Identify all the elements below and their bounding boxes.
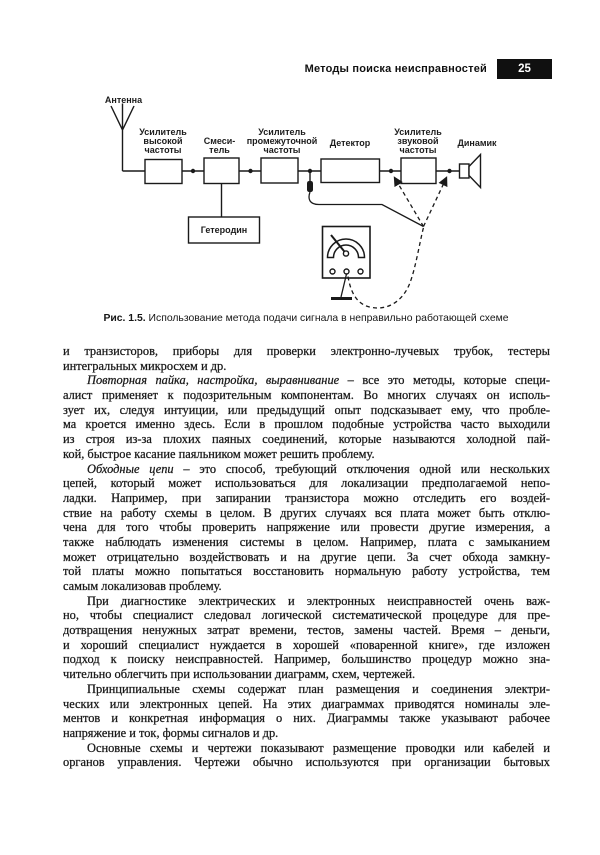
speaker-icon — [458, 152, 482, 190]
italic-text-segment: Повторная пайка, настройка, выравнивание — [87, 373, 340, 388]
text-line: также наблюдать изменения системы в цело… — [63, 535, 550, 550]
text-segment: чительно облегчить при использовании диа… — [63, 667, 416, 682]
text-line: самым локализовав проблему. — [63, 579, 550, 594]
text-line: ладки. Например, при запирании транзисто… — [63, 491, 550, 506]
text-segment: ма кроется именно здесь. Если в прошлом … — [63, 417, 550, 432]
running-head-title: Методы поиска неисправностей — [304, 63, 487, 75]
text-line: и хороший специалист нуждается в хорошей… — [63, 638, 550, 653]
text-segment: Принципиальные схемы содержат план разме… — [87, 681, 550, 696]
text-segment: может отрицательно воздействовать и на д… — [63, 549, 550, 564]
text-segment: При диагностике электрических и электрон… — [87, 593, 550, 608]
text-line: Обходные цепи – это способ, требующий от… — [63, 462, 550, 477]
text-line: той платы можно попытаться восстановить … — [63, 564, 550, 579]
mixer-label: Смеси- тель — [203, 135, 236, 155]
text-line: алист применяет к подозрительным компоне… — [63, 388, 550, 403]
caption-text: Использование метода подачи сигнала в не… — [145, 313, 509, 324]
text-segment: и хороший специалист нуждается в хорошей… — [63, 637, 550, 652]
text-segment: – это способ, требующий отключения одной… — [173, 461, 550, 476]
text-segment: ствие на работу схемы в целом. В других … — [63, 505, 550, 520]
text-line: интегральных микросхем и др. — [63, 359, 550, 374]
text-line: зует их, следуя интуиции, или предыдущий… — [63, 403, 550, 418]
italic-text-segment: Обходные цепи — [87, 461, 174, 476]
text-segment: зует их, следуя интуиции, или предыдущий… — [63, 402, 550, 417]
text-line: ствие на работу схемы в целом. В других … — [63, 506, 550, 521]
text-segment: также наблюдать изменения системы в цело… — [63, 534, 550, 549]
text-line: Повторная пайка, настройка, выравнивание… — [63, 373, 550, 388]
text-segment: чена для того чтобы проверить напряжение… — [63, 520, 550, 535]
speaker-label: Динамик — [457, 137, 497, 148]
text-line: цепей, который может использоваться для … — [63, 476, 550, 491]
text-segment: из строя из-за плохих паяных соединений,… — [63, 432, 550, 447]
wire-junction-dots — [190, 168, 452, 174]
text-line: ма кроется именно здесь. Если в прошлом … — [63, 417, 550, 432]
text-segment: ладки. Например, при запирании транзисто… — [63, 490, 550, 505]
meter-icon — [321, 225, 371, 279]
if-amp-label: Усилитель промежуточной частоты — [246, 126, 318, 155]
text-segment: подход к поиску неисправностей. Например… — [63, 652, 550, 667]
text-line: чена для того чтобы проверить напряжение… — [63, 520, 550, 535]
af-amp-block — [400, 157, 437, 185]
oscillator-label: Гетеродин — [200, 224, 248, 235]
body-text: и транзисторов, приборы для проверки эле… — [63, 344, 550, 770]
text-line: и транзисторов, приборы для проверки эле… — [63, 344, 550, 359]
text-line: ментов и конкретная информация о них. Ди… — [63, 711, 550, 726]
text-segment: той платы можно попытаться восстановить … — [63, 564, 550, 579]
antenna-icon — [110, 103, 135, 171]
text-segment: органов управления. Чертежи обычно испол… — [63, 755, 550, 770]
if-amp-block — [260, 157, 299, 184]
oscillator-block — [187, 216, 261, 244]
text-line: подход к поиску неисправностей. Например… — [63, 652, 550, 667]
mixer-block — [203, 157, 240, 185]
detector-label: Детектор — [329, 137, 371, 148]
meter-dashed-cable — [347, 227, 425, 309]
text-line: но, чтобы специалист следовал логической… — [63, 608, 550, 623]
text-line: Основные схемы и чертежи показывают разм… — [63, 741, 550, 756]
text-segment: кой, быстрое касание паяльником может ре… — [63, 446, 375, 461]
antenna-label: Антенна — [104, 94, 143, 105]
figure-caption: Рис. 1.5. Использование метода подачи си… — [0, 313, 600, 324]
text-line: дотвращения ненужных затрат времени, тес… — [63, 623, 550, 638]
meter-ground-lead — [331, 273, 352, 300]
probe-cable — [308, 191, 424, 228]
text-line: из строя из-за плохих паяных соединений,… — [63, 432, 550, 447]
text-segment: цепей, который может использоваться для … — [63, 476, 550, 491]
text-segment: ческих или электронных цепей. На этих ди… — [63, 696, 550, 711]
probe-icon — [307, 171, 313, 192]
text-segment: самым локализовав проблему. — [63, 579, 222, 593]
rf-amp-label: Усилитель высокой частоты — [139, 126, 187, 155]
af-amp-label: Усилитель звуковой частоты — [394, 126, 442, 155]
text-line: может отрицательно воздействовать и на д… — [63, 550, 550, 565]
text-segment: интегральных микросхем и др. — [63, 358, 227, 373]
text-segment: но, чтобы специалист следовал логической… — [63, 608, 550, 623]
text-line: Принципиальные схемы содержат план разме… — [63, 682, 550, 697]
text-line: чительно облегчить при использовании диа… — [63, 667, 550, 682]
text-line: кой, быстрое касание паяльником может ре… — [63, 447, 550, 462]
page-number-badge: 25 — [497, 59, 552, 79]
text-segment: напряжение и ток, формы сигналов и др. — [63, 725, 279, 740]
text-line: ческих или электронных цепей. На этих ди… — [63, 697, 550, 712]
detector-block — [320, 158, 381, 184]
text-line: органов управления. Чертежи обычно испол… — [63, 755, 550, 770]
rf-amp-block — [144, 158, 183, 185]
text-segment: Основные схемы и чертежи показывают разм… — [87, 740, 550, 755]
text-line: При диагностике электрических и электрон… — [63, 594, 550, 609]
text-segment: ментов и конкретная информация о них. Ди… — [63, 711, 550, 726]
caption-number: Рис. 1.5. — [103, 313, 146, 324]
text-segment: алист применяет к подозрительным компоне… — [63, 388, 550, 403]
injection-arrows — [393, 176, 448, 227]
text-segment: и транзисторов, приборы для проверки эле… — [63, 344, 550, 358]
text-segment: – все это методы, которые специ- — [339, 373, 550, 388]
text-segment: дотвращения ненужных затрат времени, тес… — [63, 623, 550, 638]
text-line: напряжение и ток, формы сигналов и др. — [63, 726, 550, 741]
